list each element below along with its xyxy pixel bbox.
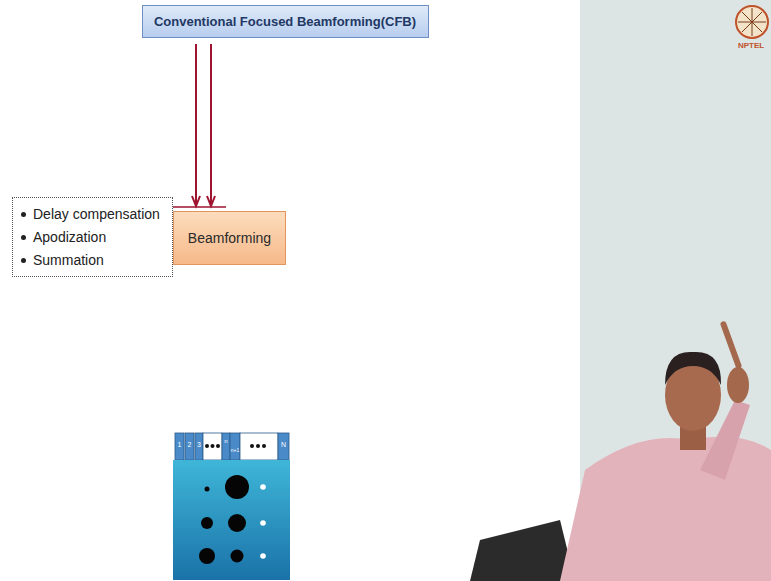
bullet-text: Apodization (33, 229, 106, 245)
element-number: n+1 (231, 448, 239, 453)
bullet-dot (21, 212, 26, 217)
notes-box: Delay compensationApodizationSummation (12, 197, 173, 277)
chair (470, 520, 575, 581)
signal-base (172, 206, 226, 208)
logo-spokes (738, 8, 766, 36)
element-number: 1 (178, 441, 182, 448)
title-box: Conventional Focused Beamforming(CFB) (142, 5, 429, 38)
bullet-row: Apodization (19, 226, 106, 249)
element-number: 2 (188, 441, 192, 448)
rf-signals (192, 44, 215, 206)
logo-wheel (736, 6, 768, 38)
scatterers (199, 475, 249, 564)
bullet-text: Delay compensation (33, 206, 160, 222)
logo-text: NPTEL (738, 42, 764, 50)
element-number: n (224, 438, 227, 444)
finger (720, 320, 743, 369)
bullet-dot (21, 258, 26, 263)
bullet-row: Delay compensation (19, 203, 160, 226)
element-number: 3 (197, 441, 201, 448)
hair (665, 352, 721, 385)
title-text: Conventional Focused Beamforming(CFB) (154, 14, 416, 29)
bullet-text: Summation (33, 252, 104, 268)
bullet-row: Summation (19, 249, 104, 272)
imaging-medium (173, 460, 290, 580)
transducer-array (175, 433, 289, 460)
hand (727, 367, 749, 403)
box-label: Beamforming (188, 230, 271, 246)
element-number: N (281, 441, 286, 448)
process-box: Beamforming (173, 211, 286, 265)
white-targets (260, 484, 266, 559)
shirt (560, 437, 771, 581)
bullet-dot (21, 235, 26, 240)
